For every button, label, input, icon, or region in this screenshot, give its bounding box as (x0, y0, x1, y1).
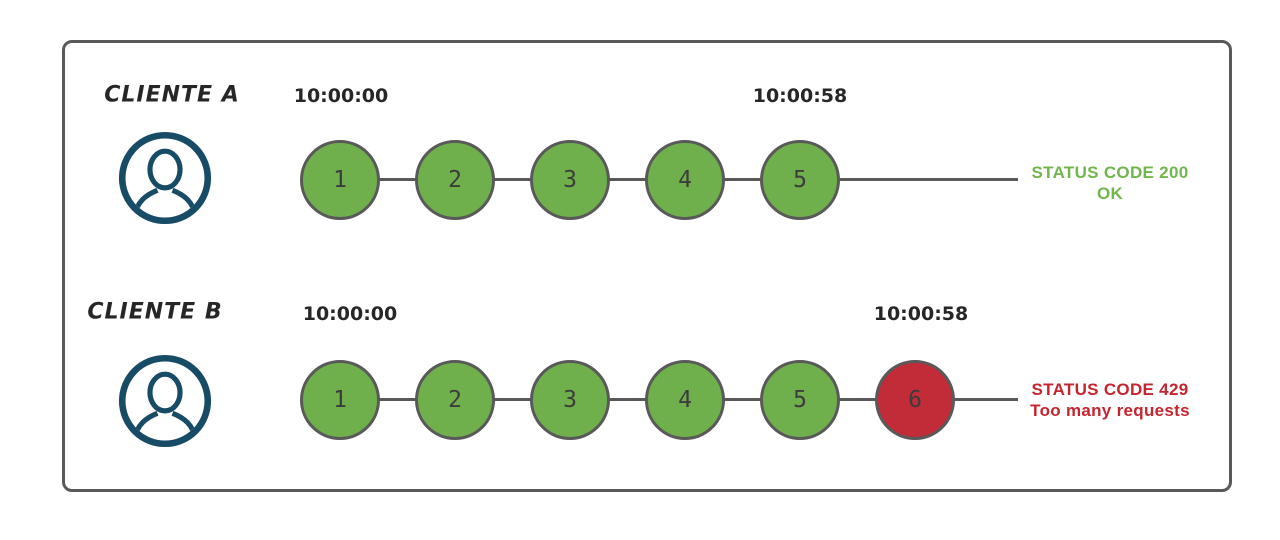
request-circle: 2 (415, 360, 495, 440)
user-avatar-icon (118, 131, 212, 225)
request-circle: 2 (415, 140, 495, 220)
status-code-line: STATUS CODE 200 (1031, 163, 1189, 182)
status-message-line: OK (1096, 184, 1124, 203)
status-message-line: Too many requests (1030, 401, 1190, 420)
user-avatar-icon (118, 354, 212, 448)
row-a-requests: 1 2 3 4 5 (300, 140, 840, 220)
request-circle: 5 (760, 140, 840, 220)
request-circle: 4 (645, 360, 725, 440)
request-circle: 4 (645, 140, 725, 220)
row-b-status: STATUS CODE 429 Too many requests (1030, 379, 1190, 421)
client-a-label: CLIENTE A (104, 82, 240, 108)
client-b-label: CLIENTE B (87, 299, 223, 325)
request-circle-rejected: 6 (875, 360, 955, 440)
row-b-start-time: 10:00:00 (302, 303, 398, 325)
row-b-end-time: 10:00:58 (873, 303, 969, 325)
row-a-start-time: 10:00:00 (293, 85, 389, 107)
row-b-requests: 1 2 3 4 5 6 (300, 360, 955, 440)
diagram-frame (62, 40, 1232, 492)
request-circle: 3 (530, 140, 610, 220)
request-circle: 3 (530, 360, 610, 440)
request-circle: 5 (760, 360, 840, 440)
request-circle: 1 (300, 360, 380, 440)
row-a-end-time: 10:00:58 (752, 85, 848, 107)
status-code-line: STATUS CODE 429 (1031, 380, 1189, 399)
request-circle: 1 (300, 140, 380, 220)
row-a-status: STATUS CODE 200 OK (1032, 162, 1189, 204)
